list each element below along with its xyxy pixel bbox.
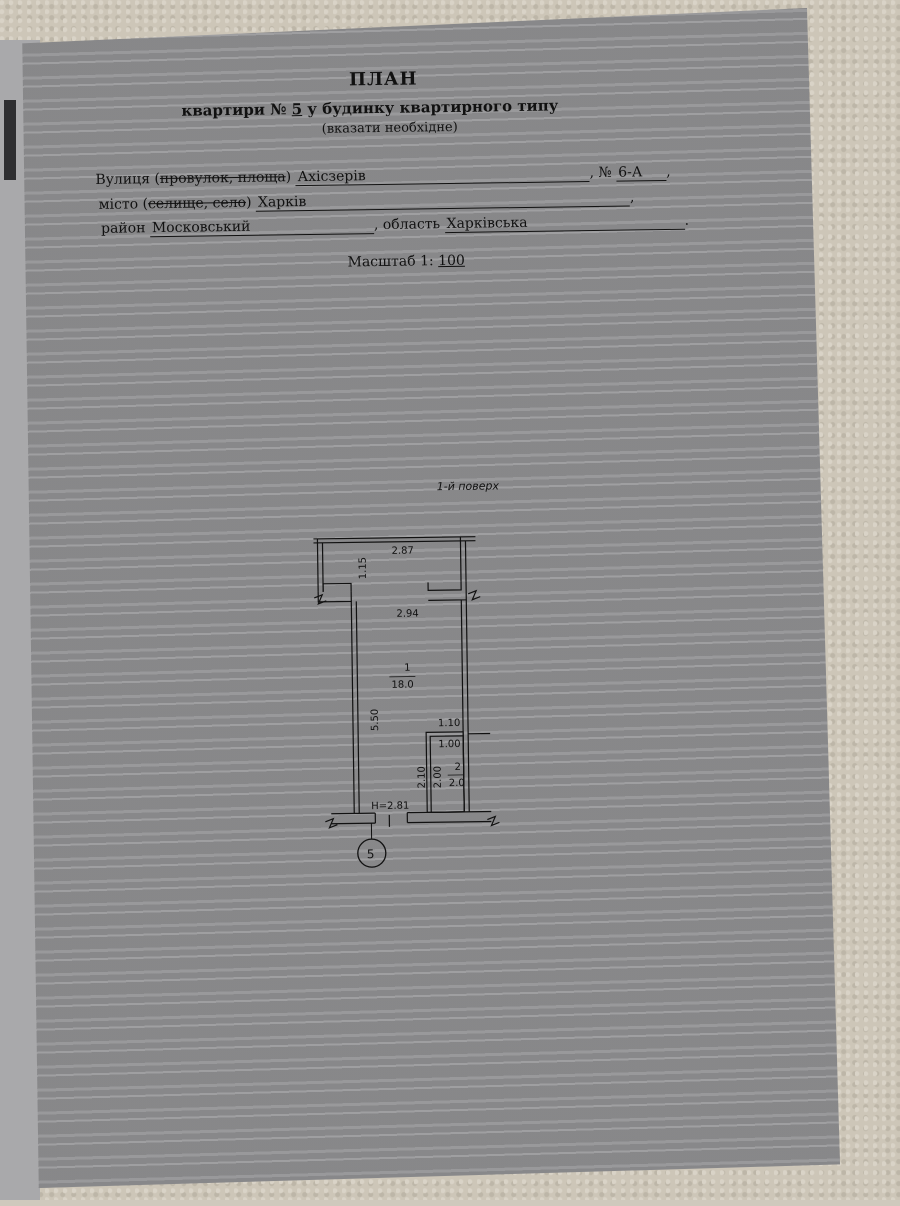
dim-room-width: 2.94 [396, 608, 418, 619]
scale-label: Масштаб 1: [347, 253, 433, 270]
floor-label: 1-й поверх [437, 479, 499, 493]
room2-number: 2 [455, 762, 462, 773]
subtitle-suffix: у будинку квартирного типу [307, 96, 558, 118]
document-note: (вказати необхідне) [322, 120, 458, 137]
unit-marker-number: 5 [367, 847, 375, 861]
city-row: місто (селище, село) Харків, [99, 189, 635, 213]
room1-number: 1 [404, 663, 411, 674]
district-label: район [101, 220, 146, 237]
scale-value: 100 [438, 253, 465, 269]
room2-area: 2.0 [449, 778, 465, 789]
dim-vestibule-depth: 1.15 [358, 557, 369, 579]
house-number: 6-А [616, 164, 666, 182]
street-label-open: Вулиця ( [95, 171, 160, 188]
dim-bath-width-inner: 1.00 [438, 739, 460, 750]
dim-bath-width-outer: 1.10 [438, 718, 460, 729]
ceiling-height: H=2.81 [371, 801, 409, 813]
apartment-number: 5 [292, 100, 303, 118]
district-row: район Московський, область Харківська. [101, 213, 689, 238]
dim-room-length: 5.50 [370, 709, 381, 731]
city-label-struck: селище, село [148, 195, 246, 212]
street-row: Вулиця (провулок, площа) Ахісзерів, № 6-… [95, 164, 671, 189]
street-label-struck: провулок, площа [160, 169, 286, 187]
document-subtitle: квартири № 5 у будинку квартирного типу [181, 96, 558, 119]
street-value: Ахісзерів [296, 165, 590, 186]
dim-top-width: 2.87 [392, 546, 414, 557]
street-label-close: ) [286, 169, 292, 185]
city-label-close: ) [246, 195, 252, 211]
dim-bath-length-inner: 2.00 [433, 766, 444, 788]
house-label: , № [589, 165, 611, 181]
region-label: , область [374, 216, 440, 233]
floor-plan: 2.87 1.15 2.94 1 18.0 5.50 1.10 1.00 2.1… [305, 519, 520, 882]
subtitle-prefix: квартири № [181, 100, 286, 119]
document-title: ПЛАН [349, 68, 418, 90]
scale-row: Масштаб 1: 100 [347, 253, 465, 271]
city-value: Харків [256, 189, 630, 211]
room1-area: 18.0 [391, 680, 413, 691]
dim-bath-length-outer: 2.10 [417, 766, 428, 788]
city-label-open: місто ( [99, 196, 149, 213]
district-value: Московський [150, 217, 374, 237]
region-value: Харківська [444, 213, 684, 233]
